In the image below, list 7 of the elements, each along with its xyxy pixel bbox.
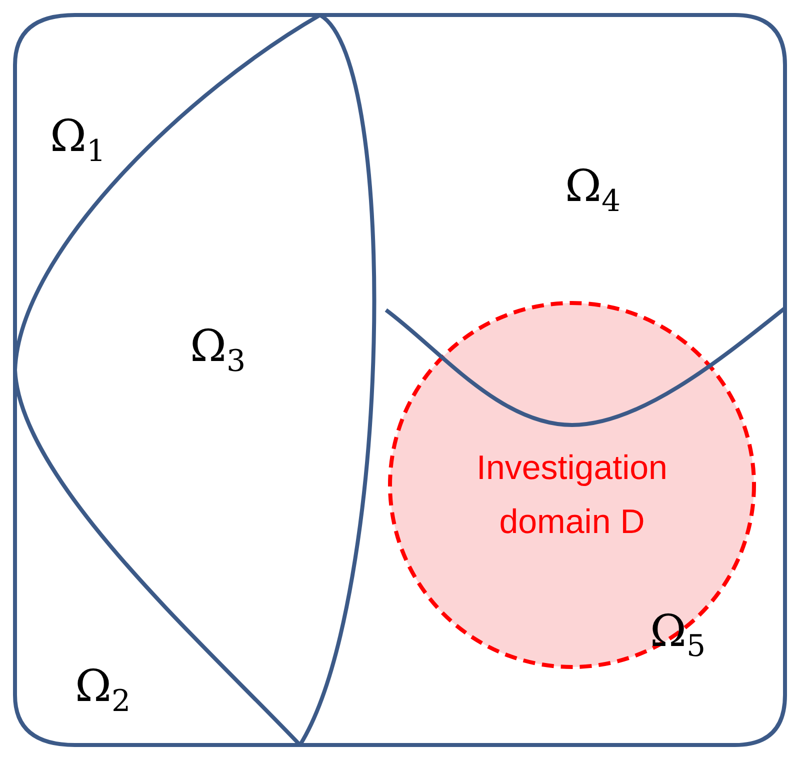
region-label: Ω$_{1}$ xyxy=(50,115,106,167)
investigation-domain-circle xyxy=(388,301,756,669)
region-label: Ω$_{3}$ xyxy=(190,325,246,377)
region-label: Ω$_{2}$ xyxy=(75,665,131,717)
region-label: Ω$_{5}$ xyxy=(650,610,706,662)
domain-label: Investigation domain D xyxy=(476,448,668,544)
region-label: Ω$_{4}$ xyxy=(565,165,621,217)
